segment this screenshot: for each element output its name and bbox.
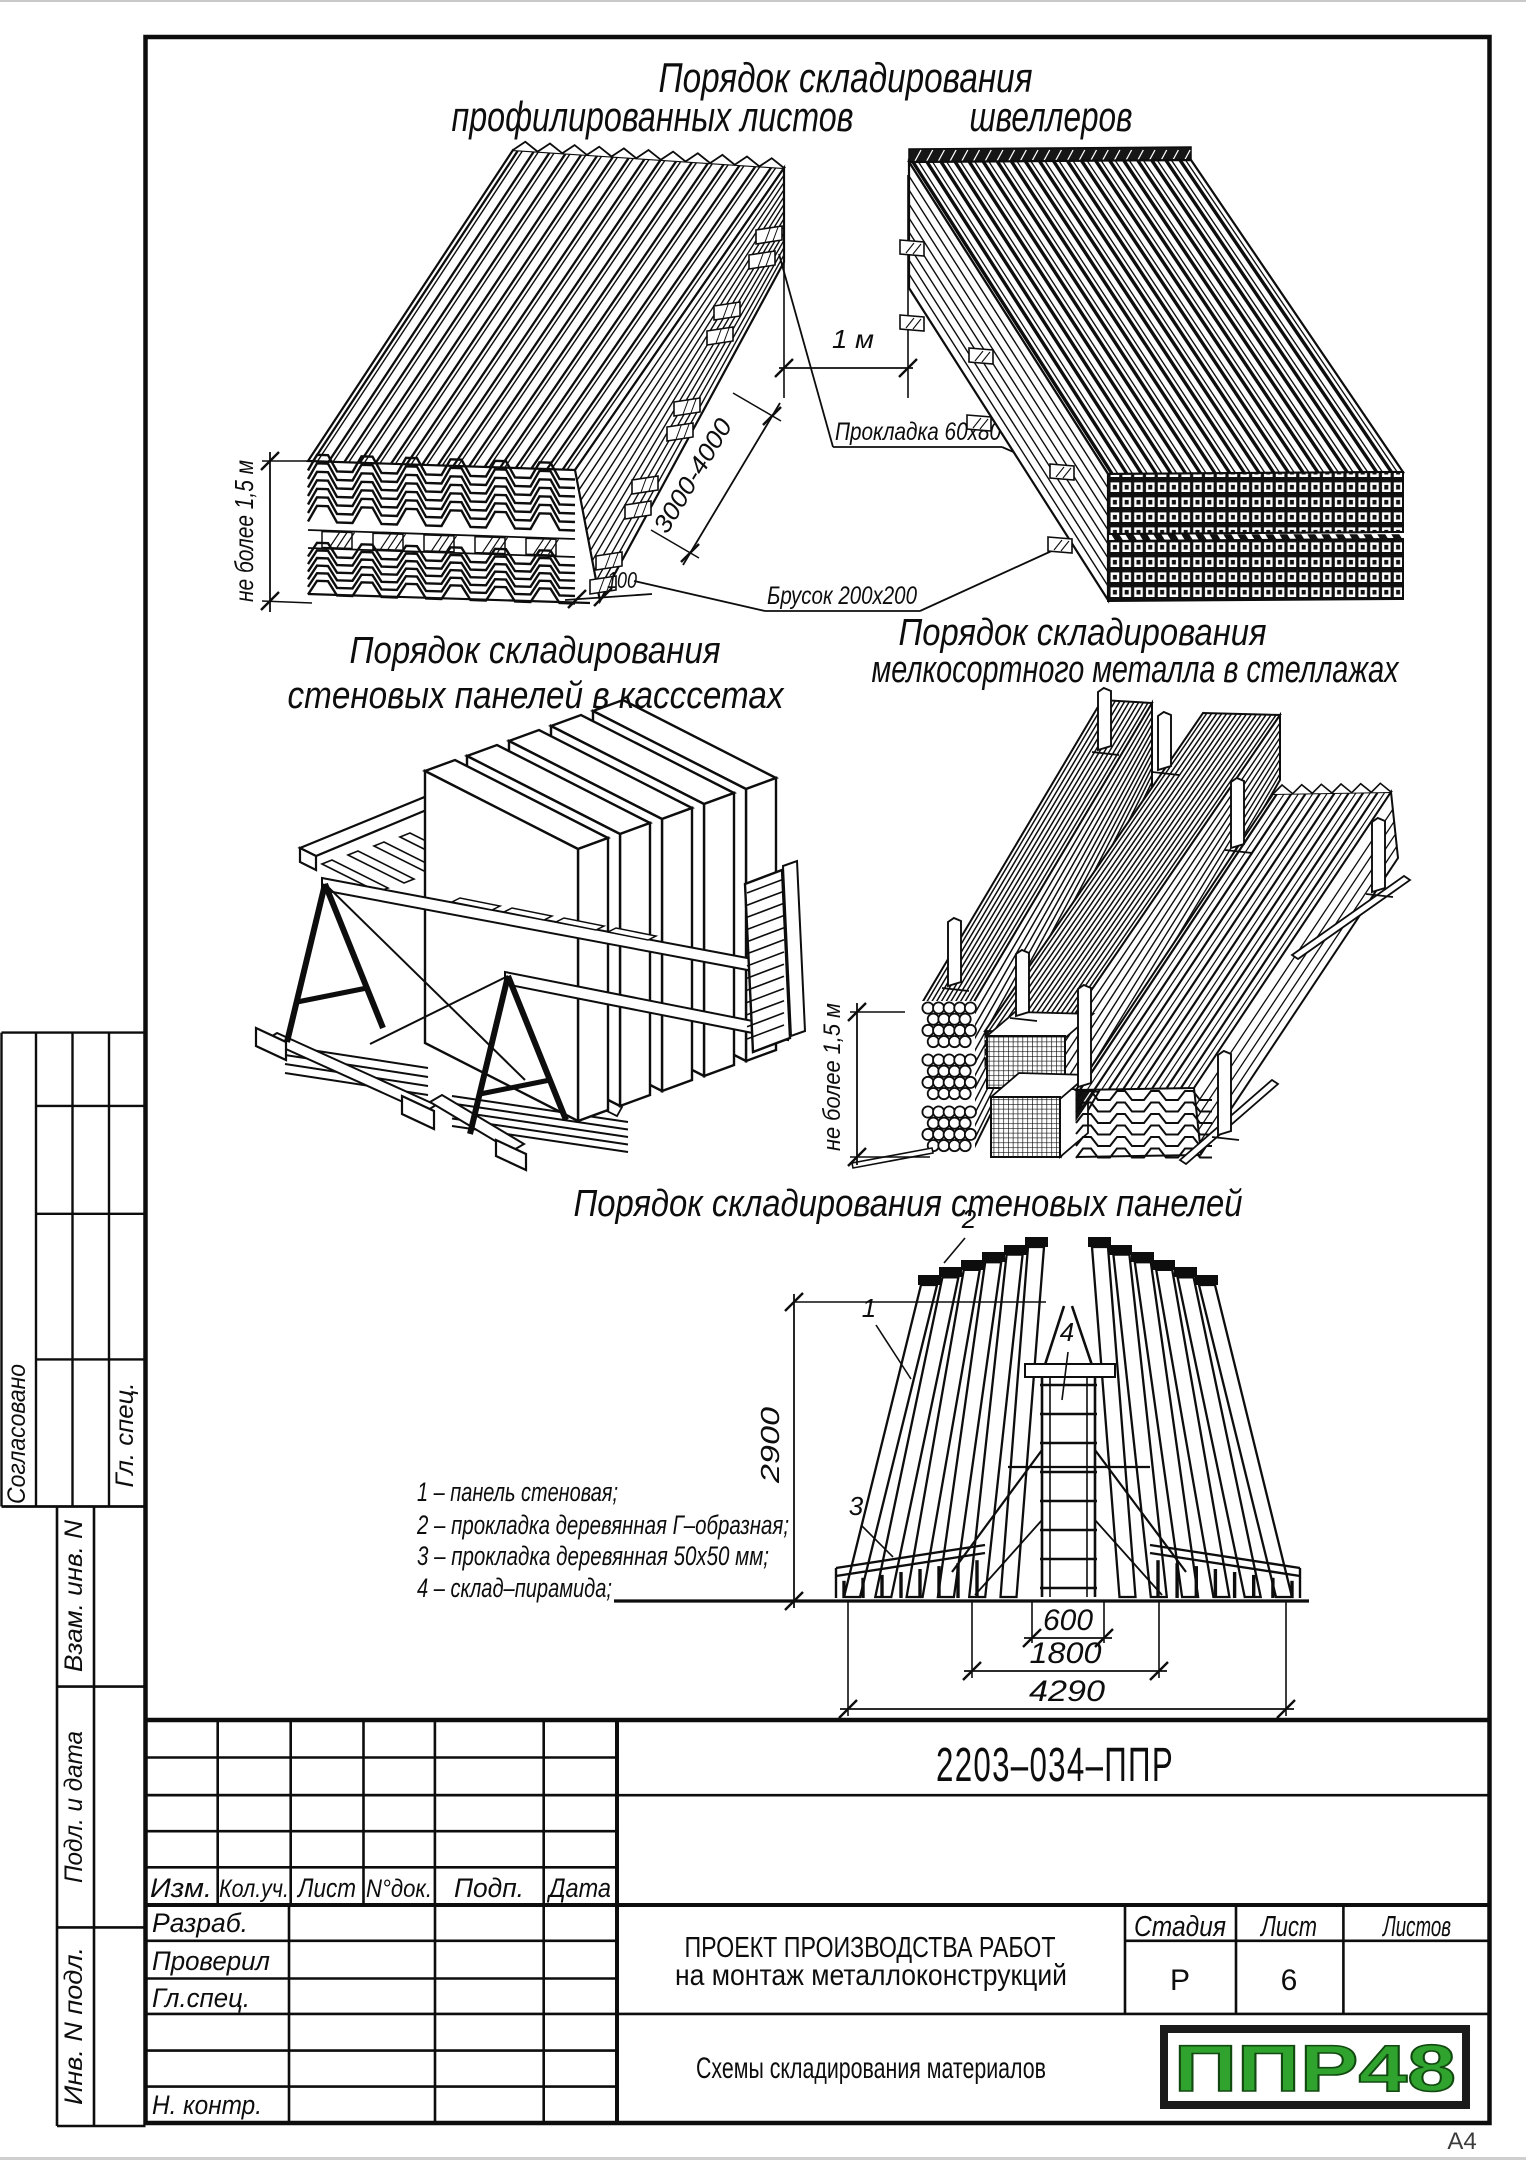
svg-text:3 – прокладка деревянная 50х50: 3 – прокладка деревянная 50х50 мм; xyxy=(417,1541,769,1571)
svg-text:Листов: Листов xyxy=(1382,1911,1451,1943)
svg-text:Подл. и дата: Подл. и дата xyxy=(60,1731,88,1883)
svg-text:4 – склад–пирамида;: 4 – склад–пирамида; xyxy=(417,1573,612,1603)
svg-text:3: 3 xyxy=(849,1491,864,1521)
svg-text:на монтаж металлоконструкций: на монтаж металлоконструкций xyxy=(675,1959,1067,1992)
svg-text:2 – прокладка деревянная Г–обр: 2 – прокладка деревянная Г–образная; xyxy=(416,1510,789,1540)
svg-text:N°док.: N°док. xyxy=(366,1875,432,1903)
svg-text:Дата: Дата xyxy=(546,1873,611,1903)
svg-text:Подп.: Подп. xyxy=(454,1873,524,1903)
svg-text:2203–034–ППР: 2203–034–ППР xyxy=(936,1739,1174,1792)
svg-text:Согласовано: Согласовано xyxy=(3,1364,31,1504)
svg-text:2900: 2900 xyxy=(755,1406,785,1484)
svg-text:Гл. спец.: Гл. спец. xyxy=(111,1383,139,1488)
svg-text:не более 1,5 м: не более 1,5 м xyxy=(819,1003,846,1151)
svg-text:профилированных листов: профилированных листов xyxy=(452,93,854,140)
svg-text:Проверил: Проверил xyxy=(152,1946,270,1976)
svg-text:Р: Р xyxy=(1170,1964,1190,1997)
svg-text:Н. контр.: Н. контр. xyxy=(152,2090,262,2120)
svg-text:1 м: 1 м xyxy=(832,324,874,354)
svg-text:Порядок складирования: Порядок складирования xyxy=(899,612,1267,654)
svg-text:А4: А4 xyxy=(1447,2128,1476,2155)
svg-text:Лист: Лист xyxy=(1260,1911,1317,1943)
svg-text:100: 100 xyxy=(607,567,637,593)
svg-text:Взам. инв. N: Взам. инв. N xyxy=(60,1519,88,1672)
svg-text:1: 1 xyxy=(862,1293,876,1323)
svg-text:1 – панель стеновая;: 1 – панель стеновая; xyxy=(417,1477,618,1507)
svg-text:Кол.уч.: Кол.уч. xyxy=(219,1875,289,1903)
svg-text:600: 600 xyxy=(1043,1604,1093,1637)
svg-text:Лист: Лист xyxy=(296,1873,356,1903)
svg-text:Изм.: Изм. xyxy=(150,1873,212,1903)
svg-text:2: 2 xyxy=(961,1204,977,1234)
svg-text:Инв. N подл.: Инв. N подл. xyxy=(60,1947,88,2105)
svg-text:Порядок складирования стеновых: Порядок складирования стеновых панелей xyxy=(574,1183,1243,1225)
svg-text:ПРОЕКТ ПРОИЗВОДСТВА РАБОТ: ПРОЕКТ ПРОИЗВОДСТВА РАБОТ xyxy=(685,1932,1056,1964)
svg-text:Гл.спец.: Гл.спец. xyxy=(152,1983,250,2013)
svg-text:мелкосортного металла в стелла: мелкосортного металла в стеллажах xyxy=(872,649,1401,691)
svg-text:швеллеров: швеллеров xyxy=(970,93,1133,140)
svg-text:1800: 1800 xyxy=(1030,1637,1102,1670)
svg-text:Схемы складирования материалов: Схемы складирования материалов xyxy=(696,2052,1046,2085)
svg-text:Порядок складирования: Порядок складирования xyxy=(350,630,721,672)
svg-text:4: 4 xyxy=(1060,1317,1074,1347)
svg-text:не более 1,5 м: не более 1,5 м xyxy=(229,460,259,602)
svg-text:ППР48: ППР48 xyxy=(1174,2031,1456,2105)
svg-text:Брусок 200х200: Брусок 200х200 xyxy=(767,582,917,610)
svg-text:Стадия: Стадия xyxy=(1134,1911,1226,1943)
svg-text:стеновых панелей в касссетах: стеновых панелей в касссетах xyxy=(288,675,786,717)
svg-text:Порядок складирования: Порядок складирования xyxy=(659,54,1033,101)
svg-text:6: 6 xyxy=(1281,1964,1298,1997)
svg-text:4290: 4290 xyxy=(1029,1675,1105,1708)
svg-text:Разраб.: Разраб. xyxy=(152,1908,248,1938)
